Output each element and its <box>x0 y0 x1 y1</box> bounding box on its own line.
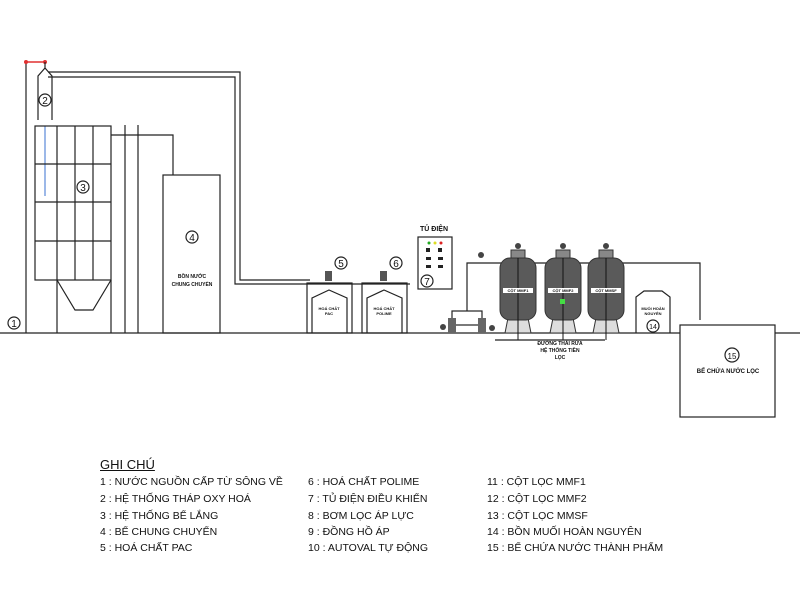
chemical-tank-pac: 5 HOÁ CHẤT PAC <box>306 256 353 334</box>
legend-item: 10 : AUTOVAL TỰ ĐỘNG <box>308 542 429 554</box>
svg-text:CỘT MMF2: CỘT MMF2 <box>553 288 575 293</box>
control-panel: TỦ ĐIỆN 7 <box>417 224 453 290</box>
svg-text:6: 6 <box>393 259 399 270</box>
legend-item: 6 : HOÁ CHẤT POLIME <box>308 476 420 488</box>
legend-item: 3 : HỆ THỐNG BỂ LẮNG <box>100 510 219 522</box>
filter-column-2: CỘT MMF2 <box>544 243 582 340</box>
oxidation-tower: 2 <box>37 62 53 196</box>
legend-item: 13 : CỘT LỌC MMSF <box>487 510 588 522</box>
svg-text:NGUYÊN: NGUYÊN <box>644 311 661 316</box>
legend-item: 7 : TỦ ĐIỆN ĐIỀU KHIỂN <box>308 493 428 505</box>
svg-text:BỒN NƯỚC: BỒN NƯỚC <box>178 272 207 280</box>
callout-1-text: 1 <box>11 319 17 330</box>
svg-text:15: 15 <box>728 352 737 361</box>
drain-label: ĐƯỜNG THẢI RỬA <box>537 339 583 347</box>
legend-item: 14 : BỒN MUỐI HOÀN NGUYÊN <box>487 526 642 538</box>
legend-title: GHI CHÚ <box>100 457 155 472</box>
transfer-tank: 4 BỒN NƯỚC CHUNG CHUYỂN <box>162 174 221 334</box>
pipe-tower-inner <box>48 76 410 285</box>
legend-item: 8 : BƠM LỌC ÁP LỰC <box>308 510 414 522</box>
svg-text:HỆ THỐNG TIỀN: HỆ THỐNG TIỀN <box>540 346 580 354</box>
callout-1 <box>7 316 21 330</box>
chemical-tank-polime: 6 HOÁ CHẤT POLIME <box>361 256 408 334</box>
svg-text:CỘT MMSF: CỘT MMSF <box>595 288 617 293</box>
pipe-tower-outer <box>48 71 310 281</box>
svg-text:MUỐI HOÀN: MUỐI HOÀN <box>641 306 664 311</box>
salt-tank: MUỐI HOÀN NGUYÊN 14 <box>635 290 671 333</box>
svg-text:POLIME: POLIME <box>376 311 392 316</box>
legend-item: 9 : ĐỒNG HỒ ÁP <box>308 526 390 538</box>
svg-text:CỘT MMF1: CỘT MMF1 <box>508 288 530 293</box>
svg-text:BỂ CHỨA NƯỚC LỌC: BỂ CHỨA NƯỚC LỌC <box>697 367 760 375</box>
svg-text:4: 4 <box>189 233 195 244</box>
pipe-settling-to-tank4 <box>111 134 174 175</box>
svg-text:14: 14 <box>649 324 657 331</box>
svg-text:3: 3 <box>80 183 86 194</box>
svg-text:HOÁ CHẤT: HOÁ CHẤT <box>373 306 395 311</box>
green-indicator <box>560 299 565 304</box>
settling-tank: 3 <box>34 125 139 333</box>
svg-text:TỦ ĐIỆN: TỦ ĐIỆN <box>420 224 448 233</box>
svg-text:CHUNG CHUYỂN: CHUNG CHUYỂN <box>172 281 213 288</box>
svg-text:7: 7 <box>424 277 430 288</box>
filtered-water-tank: 15 BỂ CHỨA NƯỚC LỌC <box>679 324 776 418</box>
legend-item: 5 : HOÁ CHẤT PAC <box>100 542 193 554</box>
legend-item: 15 : BỂ CHỨA NƯỚC THÀNH PHẨM <box>487 542 664 554</box>
svg-text:PAC: PAC <box>325 311 333 316</box>
filter-column-3: CỘT MMSF <box>587 243 625 340</box>
legend-item: 2 : HỆ THỐNG THÁP OXY HOÁ <box>100 493 251 505</box>
pressure-pumps <box>440 252 701 333</box>
svg-text:LỌC: LỌC <box>555 355 566 361</box>
svg-text:2: 2 <box>42 96 48 107</box>
legend-item: 12 : CỘT LỌC MMF2 <box>487 493 587 505</box>
filter-column-1: CỘT MMF1 <box>499 243 537 340</box>
legend-item: 1 : NƯỚC NGUỒN CẤP TỪ SÔNG VỀ <box>100 476 283 488</box>
legend-item: 11 : CỘT LỌC MMF1 <box>487 476 586 488</box>
svg-text:5: 5 <box>338 259 344 270</box>
legend-item: 4 : BỂ CHUNG CHUYỂN <box>100 526 218 538</box>
svg-text:HOÁ CHẤT: HOÁ CHẤT <box>318 306 340 311</box>
